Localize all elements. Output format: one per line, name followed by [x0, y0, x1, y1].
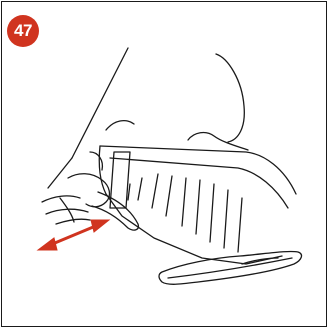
- hand-thumb: [90, 152, 102, 170]
- backrest-shell: [216, 54, 244, 142]
- seat-release-illustration: [2, 2, 326, 326]
- pull-direction-arrow: [38, 220, 109, 250]
- hand-finger-2: [46, 209, 88, 214]
- slot-right: [138, 178, 142, 200]
- step-number-badge: 47: [7, 15, 39, 47]
- hand-palm: [68, 174, 109, 207]
- rib-4: [196, 180, 200, 234]
- rib-1: [152, 174, 158, 208]
- rib-6: [224, 190, 228, 248]
- step-number: 47: [14, 21, 32, 41]
- rib-7: [238, 198, 242, 252]
- wrist-line: [48, 158, 72, 188]
- backrest-edge: [72, 48, 128, 158]
- base-foot-inner: [168, 258, 292, 278]
- slot-left: [128, 184, 130, 200]
- rib-2: [166, 176, 172, 216]
- rib-5: [210, 184, 214, 242]
- seat-cushion-top: [106, 121, 134, 130]
- rib-3: [182, 178, 186, 226]
- seat-lower-edge: [106, 194, 282, 264]
